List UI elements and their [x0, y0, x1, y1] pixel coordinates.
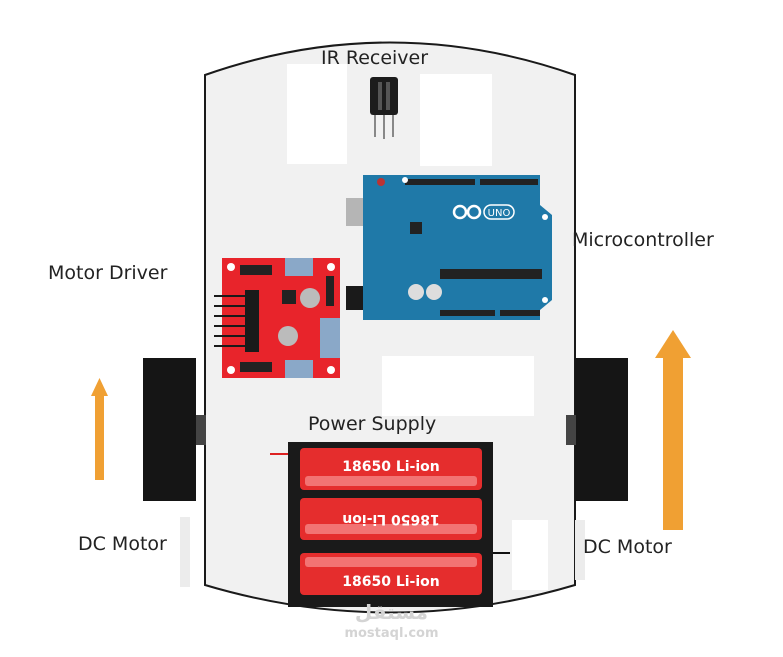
motor-driver-label: Motor Driver — [48, 262, 168, 284]
motor-driver-board — [214, 258, 340, 378]
battery-cell-label: 18650 Li-ion — [342, 574, 440, 590]
right-arrow-icon — [655, 330, 691, 530]
watermark-latin: mostaql.com — [344, 626, 439, 641]
ir-receiver — [370, 77, 398, 139]
dc-motor-right — [566, 358, 628, 501]
left-arrow-icon — [91, 378, 108, 480]
battery-pack: 18650 Li-ion 18650 Li-ion 18650 Li-ion — [270, 442, 510, 607]
watermark-arabic: مستقل — [354, 600, 429, 624]
battery-cell — [300, 448, 482, 490]
ir-receiver-label: IR Receiver — [321, 47, 429, 69]
chassis-panel — [575, 520, 585, 580]
dc-motor-left — [143, 358, 206, 501]
arduino-uno: UNO — [346, 175, 552, 320]
battery-cell-label: 18650 Li-ion — [342, 511, 440, 527]
microcontroller-label: Microcontroller — [572, 229, 714, 251]
chassis-panel — [420, 74, 492, 166]
power-supply-label: Power Supply — [308, 413, 437, 435]
arduino-logo-text: UNO — [488, 208, 511, 219]
chassis-panel — [287, 64, 347, 164]
chassis-panel — [180, 517, 190, 587]
battery-cell — [300, 553, 482, 595]
battery-cell-label: 18650 Li-ion — [342, 459, 440, 475]
chassis-panel — [382, 356, 534, 416]
chassis-panel — [512, 520, 548, 590]
battery-cell — [300, 498, 482, 540]
dc-motor-right-label: DC Motor — [583, 536, 672, 558]
dc-motor-left-label: DC Motor — [78, 533, 167, 555]
